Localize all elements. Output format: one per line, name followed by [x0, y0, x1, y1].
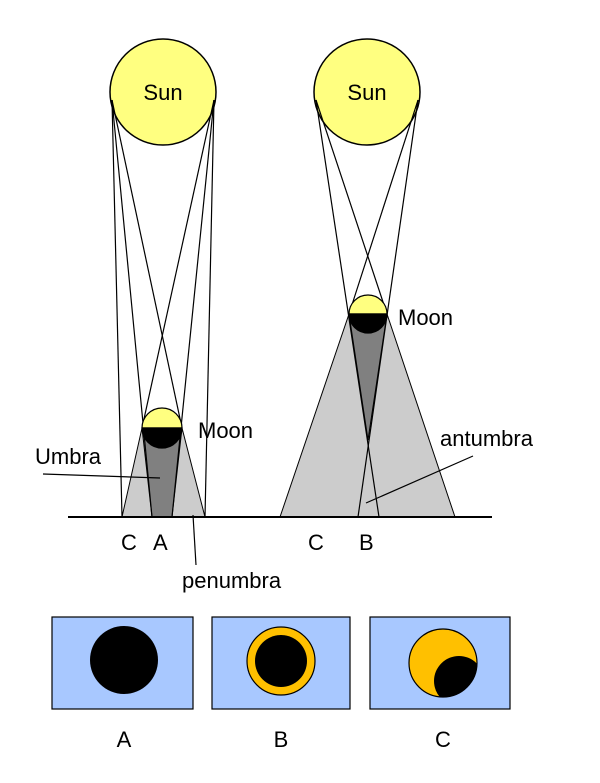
light-rays-right	[315, 99, 419, 518]
eclipse-view-panel-c	[369, 616, 511, 710]
antumbra-label: antumbra	[440, 426, 534, 451]
antumbra-pointer	[365, 455, 474, 504]
point-b-label: B	[359, 530, 374, 555]
moon-label-right: Moon	[398, 305, 453, 330]
moon-disc-annular	[255, 635, 307, 687]
point-a-label: A	[153, 530, 168, 555]
eclipse-view-panel-b	[211, 616, 351, 710]
annular-eclipse-scene: Sun Moon antumbra C B	[279, 38, 534, 555]
light-rays-left	[111, 99, 215, 518]
moon-right	[348, 294, 388, 334]
panel-a-label: A	[117, 727, 132, 752]
point-c-label-right: C	[308, 530, 324, 555]
umbra-pointer	[42, 473, 161, 479]
penumbra-label: penumbra	[182, 568, 282, 593]
penumbra-pointer	[192, 514, 197, 566]
sun-right	[313, 38, 421, 146]
panel-b-label: B	[274, 727, 289, 752]
moon-left	[141, 407, 183, 449]
point-c-label-left: C	[121, 530, 137, 555]
umbra-label: Umbra	[35, 444, 102, 469]
sun-left	[109, 38, 217, 146]
panel-c-label: C	[435, 727, 451, 752]
moon-label-left: Moon	[198, 418, 253, 443]
sun-label-left: Sun	[143, 80, 182, 105]
sun-label-right: Sun	[347, 80, 386, 105]
eclipse-view-panel-a	[51, 616, 194, 710]
moon-disc-total	[90, 626, 158, 694]
total-eclipse-scene: Sun Moon Umbra penumbra C A	[35, 38, 282, 593]
